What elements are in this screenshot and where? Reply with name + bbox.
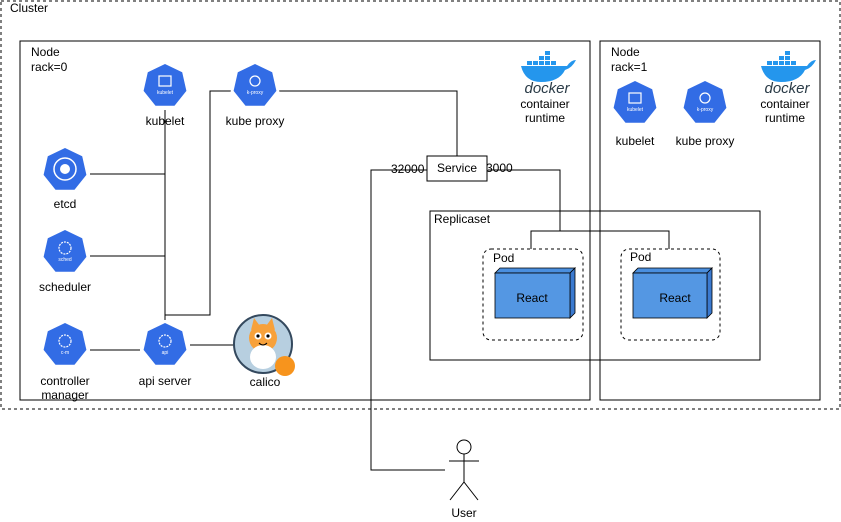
node-1-rack: rack=1 (611, 60, 648, 74)
user-actor-icon (449, 439, 479, 501)
etcd-label: etcd (54, 197, 77, 211)
kube-proxy-badge: k-proxy (247, 90, 264, 96)
calico-cat-icon (233, 314, 295, 376)
node-1-runtime-label-2: runtime (765, 111, 805, 125)
docker-logo-icon: docker (521, 51, 576, 97)
etcd-icon (40, 145, 90, 193)
api-server-badge: api (162, 350, 169, 356)
scheduler-badge: sched (58, 257, 72, 263)
service-node-port: 32000 (391, 162, 425, 176)
kube-proxy-icon: k-proxy (230, 61, 280, 109)
node-1-kube-proxy-icon: k-proxy (680, 78, 730, 126)
pod-1-label: Pod (493, 251, 514, 265)
node-1-kubelet-label: kubelet (616, 134, 655, 148)
pod-1-react-container: React (494, 267, 576, 319)
replicaset-label: Replicaset (434, 212, 491, 226)
node-1-kube-proxy-badge: k-proxy (697, 107, 714, 113)
node-0-rack: rack=0 (31, 60, 68, 74)
node-0-title: Node (31, 45, 60, 59)
node-1-kube-proxy-label: kube proxy (676, 134, 735, 148)
node-1-docker-logo-icon: docker (761, 51, 816, 97)
cluster-boundary (0, 0, 841, 410)
node-0-runtime-label-2: runtime (525, 111, 565, 125)
pod-2-react-container: React (632, 267, 713, 319)
scheduler-icon: sched (40, 227, 90, 275)
calico-label: calico (250, 375, 281, 389)
node-0-runtime-label-1: container (520, 97, 569, 111)
kubelet-icon: kubelet (140, 61, 190, 109)
pod-2-label: Pod (630, 250, 651, 264)
node-1-kubelet-badge: kubelet (627, 107, 644, 113)
api-server-label: api server (139, 374, 192, 388)
service-label: Service (437, 161, 477, 175)
pod-2-react-label: React (659, 291, 691, 305)
api-server-icon: api (140, 320, 190, 368)
scheduler-label: scheduler (39, 280, 91, 294)
controller-manager-label-2: manager (41, 388, 88, 402)
node-1-box (599, 40, 821, 401)
replicaset-box (429, 210, 761, 361)
svg-text:docker: docker (764, 80, 810, 97)
user-label: User (451, 506, 476, 520)
node-0-box (19, 40, 591, 401)
kube-proxy-label: kube proxy (226, 114, 285, 128)
node-1-runtime-label-1: container (760, 97, 809, 111)
node-1-kubelet-icon: kubelet (610, 78, 660, 126)
node-1-title: Node (611, 45, 640, 59)
service-target-port: 3000 (486, 161, 513, 175)
controller-manager-badge: c-m (61, 350, 69, 356)
controller-manager-icon: c-m (40, 320, 90, 368)
kubelet-label: kubelet (146, 114, 185, 128)
service-box (426, 155, 488, 182)
pod-1-react-label: React (516, 291, 548, 305)
controller-manager-label-1: controller (40, 374, 89, 388)
svg-text:docker: docker (524, 80, 570, 97)
kubelet-badge: kubelet (157, 90, 174, 96)
cluster-label: Cluster (10, 1, 48, 15)
